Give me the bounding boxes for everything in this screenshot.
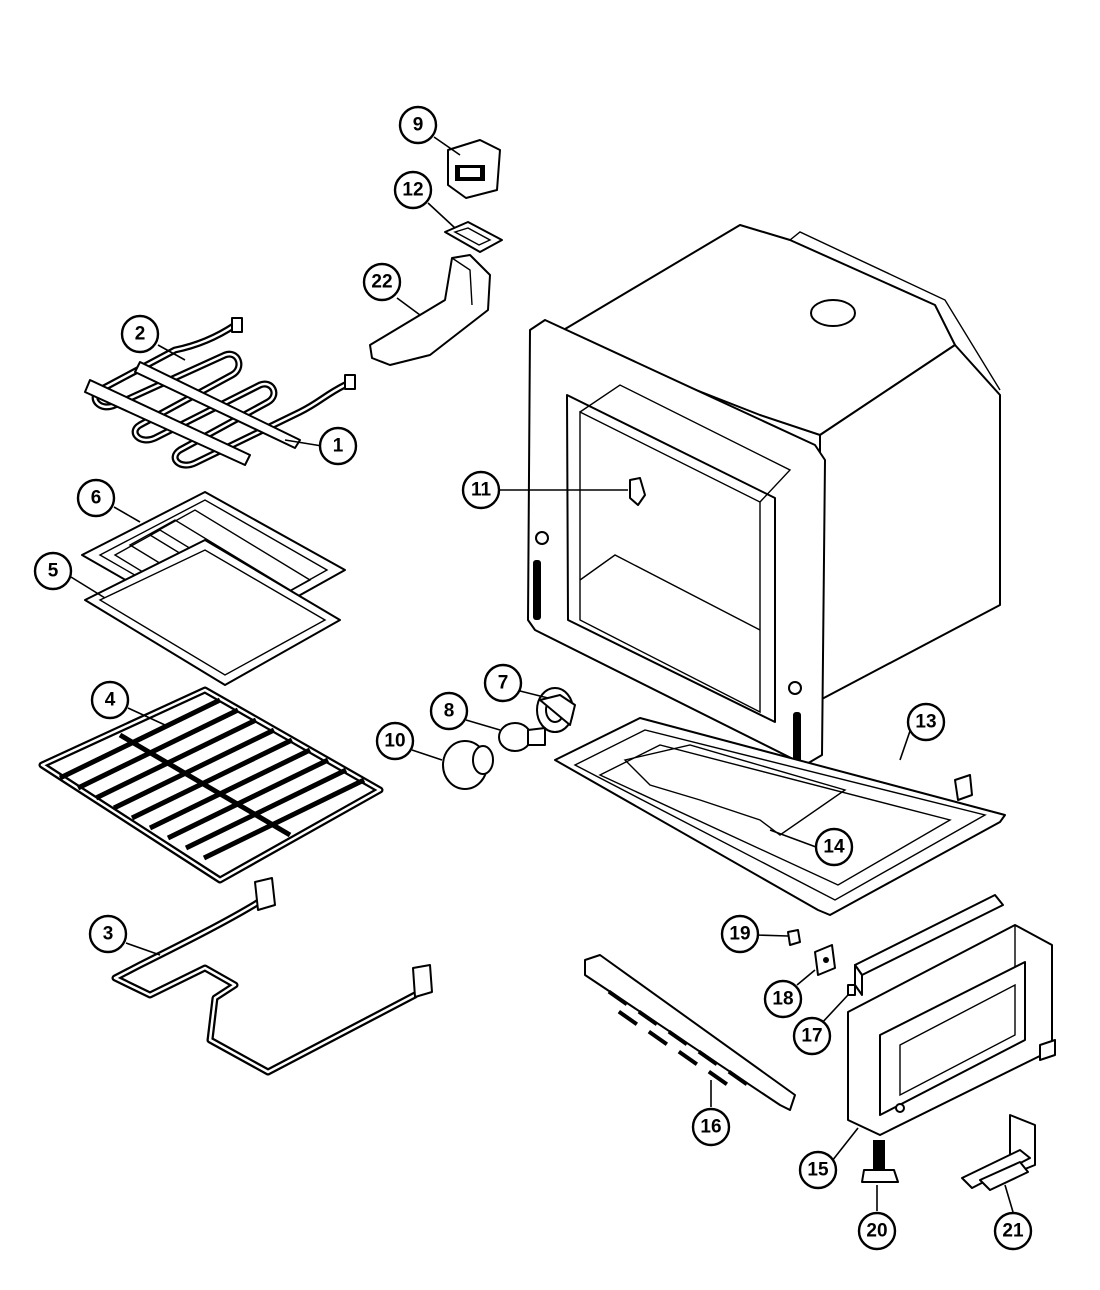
part-3-bake-element <box>111 877 433 1076</box>
callout-10-label: 10 <box>384 731 405 752</box>
callout-12: 12 <box>393 170 433 210</box>
callout-3: 3 <box>88 914 128 954</box>
part-5-broil-pan <box>84 539 341 686</box>
callout-16: 16 <box>691 1107 731 1147</box>
part-16-kick-panel <box>584 954 796 1111</box>
callout-9-label: 9 <box>413 115 424 136</box>
part-22-duct <box>369 254 491 366</box>
callout-2: 2 <box>120 314 160 354</box>
callout-6-label: 6 <box>91 488 102 509</box>
callout-13-label: 13 <box>915 712 936 733</box>
callout-19: 19 <box>720 914 760 954</box>
callout-21-label: 21 <box>1002 1221 1024 1242</box>
callout-14: 14 <box>814 827 854 867</box>
part-12-gasket <box>444 221 503 253</box>
callout-12-label: 12 <box>402 180 423 201</box>
callout-8: 8 <box>429 691 469 731</box>
callout-2-label: 2 <box>135 324 146 345</box>
part-15-drawer <box>847 924 1056 1136</box>
light-assembly <box>442 687 576 790</box>
part-4-oven-rack <box>38 686 384 884</box>
callout-22-label: 22 <box>371 272 392 293</box>
callout-16-label: 16 <box>700 1117 721 1138</box>
callout-17: 17 <box>792 1016 832 1056</box>
callout-4: 4 <box>90 680 130 720</box>
oven-cavity <box>527 224 1001 772</box>
callout-20-label: 20 <box>866 1221 887 1242</box>
callout-18: 18 <box>763 979 803 1019</box>
callout-19-label: 19 <box>729 924 750 945</box>
part-17-rail <box>847 894 1004 996</box>
callout-5-label: 5 <box>48 561 59 582</box>
callout-1: 1 <box>318 426 358 466</box>
callout-11: 11 <box>461 470 501 510</box>
callout-8-label: 8 <box>444 701 455 722</box>
part-18-clip <box>814 944 836 976</box>
callout-4-label: 4 <box>105 690 116 711</box>
callout-20: 20 <box>857 1211 897 1251</box>
callout-15: 15 <box>798 1150 838 1190</box>
part-9-bracket <box>447 139 501 199</box>
leader-lines <box>70 136 1014 1213</box>
callout-17-label: 17 <box>801 1026 822 1047</box>
callout-11-label: 11 <box>471 480 492 501</box>
callout-3-label: 3 <box>103 924 114 945</box>
part-20-leveler <box>861 1140 899 1183</box>
callout-10: 10 <box>375 721 415 761</box>
part-21-bracket <box>961 1114 1036 1191</box>
part-2-broil-element <box>84 317 356 469</box>
callout-18-label: 18 <box>772 989 793 1010</box>
callout-14-label: 14 <box>823 837 845 858</box>
oven-bottom-panel <box>554 717 1006 916</box>
callout-21: 21 <box>993 1211 1033 1251</box>
callout-9: 9 <box>398 105 438 145</box>
callout-7: 7 <box>483 663 523 703</box>
callout-13: 13 <box>906 702 946 742</box>
callout-1-label: 1 <box>333 436 344 457</box>
callout-15-label: 15 <box>807 1160 829 1181</box>
part-19-screw <box>787 929 801 946</box>
callout-22: 22 <box>362 262 402 302</box>
callout-5: 5 <box>33 551 73 591</box>
callout-7-label: 7 <box>498 673 509 694</box>
callout-6: 6 <box>76 478 116 518</box>
